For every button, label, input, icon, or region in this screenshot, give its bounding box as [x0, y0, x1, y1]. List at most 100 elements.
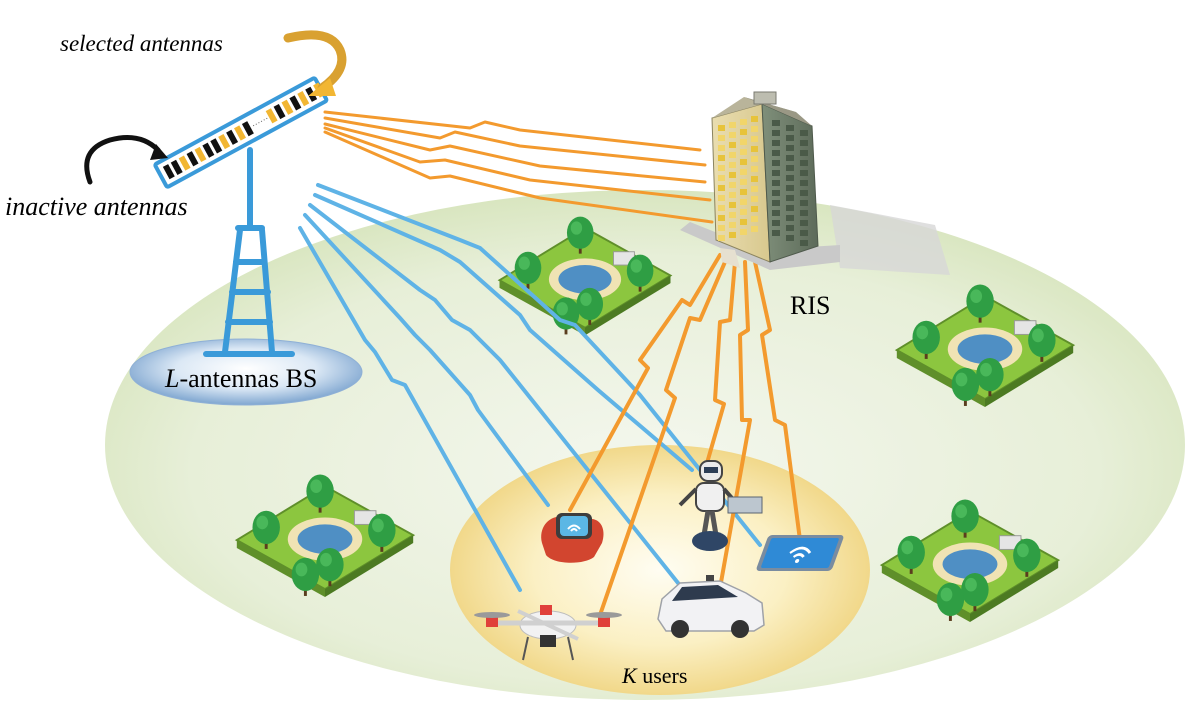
building-window [772, 150, 780, 156]
ris-link-robot [703, 260, 737, 472]
user-count-variable: K [622, 663, 637, 688]
building-shadow [830, 205, 950, 275]
building-window [729, 162, 736, 168]
building-window [786, 165, 794, 171]
building-window [740, 199, 747, 205]
building-window [800, 190, 808, 196]
base-station-tower-icon [203, 147, 295, 357]
building-window [740, 119, 747, 125]
building-window [800, 200, 808, 206]
inactive-antennas-label: inactive antennas [5, 192, 188, 221]
inactive-antenna-element [226, 129, 239, 145]
building-window [772, 160, 780, 166]
building-window [800, 130, 808, 136]
antenna-array-icon [153, 76, 329, 189]
wifi-icon [789, 546, 812, 558]
building-window [772, 140, 780, 146]
building-window [800, 230, 808, 236]
building-window [751, 196, 758, 202]
selected-antenna-element [194, 146, 207, 163]
building-window [740, 169, 747, 175]
selected-antenna-element [297, 91, 310, 107]
building-window [786, 135, 794, 141]
building-window [751, 146, 758, 152]
building-window [740, 139, 747, 145]
users-label-text: users [636, 663, 688, 688]
bs-ris-link-4 [323, 126, 712, 202]
building-window [772, 210, 780, 216]
building-window [800, 240, 808, 246]
direct-link-car [308, 203, 692, 600]
bs-ris-link-5 [323, 130, 714, 224]
building-window [718, 185, 725, 191]
selected-antenna-element [265, 108, 278, 124]
bs-ris-link-2 [323, 116, 707, 167]
building-window [786, 235, 794, 241]
building-window [740, 149, 747, 155]
building-window [751, 216, 758, 222]
building-window [786, 155, 794, 161]
bs-antenna-count-variable: L [165, 364, 180, 393]
selected-antenna-element [281, 99, 294, 115]
building-window [729, 122, 736, 128]
direct-link-robot [313, 193, 694, 472]
building-window [740, 129, 747, 135]
selected-antenna-element [178, 155, 191, 171]
ris-link-car [718, 260, 752, 590]
building-window [740, 209, 747, 215]
inactive-antenna-element [273, 103, 286, 120]
building-window [751, 136, 758, 142]
building-window [786, 215, 794, 221]
park-icon [894, 284, 1076, 407]
building-window [772, 200, 780, 206]
building-window [718, 235, 725, 241]
direct-links [298, 183, 762, 600]
building-window [786, 145, 794, 151]
ris-label: RIS [790, 291, 831, 320]
inactive-antenna-element [170, 159, 183, 175]
building-window [772, 120, 780, 126]
building-window [800, 160, 808, 166]
ris-link-tablet [753, 260, 802, 542]
building-window [800, 170, 808, 176]
building-window [800, 150, 808, 156]
building-window [772, 130, 780, 136]
building-window [786, 185, 794, 191]
direct-link-tablet [316, 183, 762, 547]
building-window [729, 232, 736, 238]
direct-link-watch [303, 213, 550, 507]
park-icon [497, 216, 673, 336]
building-window [772, 220, 780, 226]
building-window [800, 180, 808, 186]
building-window [718, 135, 725, 141]
park-icon [879, 499, 1061, 622]
building-window [751, 126, 758, 132]
building-window [729, 152, 736, 158]
building-window [751, 116, 758, 122]
bs-label: L-antennas BS [165, 366, 317, 392]
building-window [718, 215, 725, 221]
building-window [751, 186, 758, 192]
drone-icon [474, 605, 622, 661]
selected-arrow-icon [283, 30, 347, 96]
building-window [718, 155, 725, 161]
building-window [718, 165, 725, 171]
building-window [751, 156, 758, 162]
inactive-antenna-element [202, 142, 215, 158]
building-window [718, 175, 725, 181]
building-window [718, 205, 725, 211]
bs-base-disc [129, 338, 363, 406]
inactive-antenna-element [210, 138, 223, 154]
building-window [772, 180, 780, 186]
car-icon [657, 575, 765, 638]
building-window [786, 195, 794, 201]
users-label: K users [622, 665, 687, 687]
bs-ris-link-3 [323, 122, 707, 184]
building-window [718, 145, 725, 151]
building-window [718, 125, 725, 131]
inactive-antenna-element [289, 95, 302, 111]
building-window [729, 172, 736, 178]
building-window [751, 206, 758, 212]
building-window [729, 192, 736, 198]
